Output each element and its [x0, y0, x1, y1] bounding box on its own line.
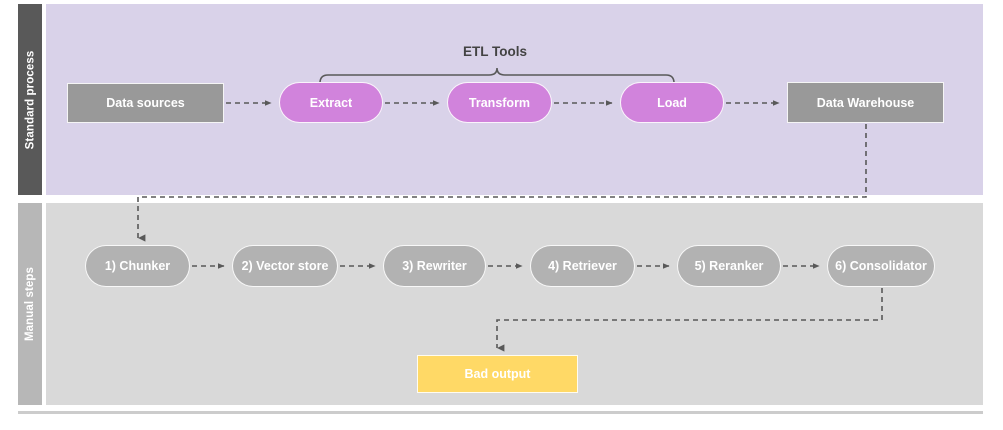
node-transform-label: Transform [468, 95, 531, 110]
node-data-warehouse-label: Data Warehouse [816, 95, 915, 110]
node-extract-label: Extract [309, 95, 353, 110]
node-retriever-label: 4) Retriever [548, 259, 617, 273]
node-transform[interactable]: Transform [447, 82, 552, 123]
lane-standard-process-label: Standard process [24, 50, 36, 149]
node-data-sources-label: Data sources [106, 96, 185, 110]
node-retriever[interactable]: 4) Retriever [530, 245, 635, 287]
node-bad-output[interactable]: Bad output [417, 355, 578, 393]
node-load[interactable]: Load [620, 82, 724, 123]
node-data-warehouse[interactable]: Data Warehouse [787, 82, 944, 123]
node-vector-store-label: 2) Vector store [241, 259, 329, 273]
node-rewriter-label: 3) Rewriter [402, 259, 467, 273]
node-chunker[interactable]: 1) Chunker [85, 245, 190, 287]
node-bad-output-label: Bad output [464, 367, 531, 381]
node-chunker-label: 1) Chunker [104, 259, 171, 273]
node-data-sources[interactable]: Data sources [67, 83, 224, 123]
pool-bottom-divider [18, 411, 983, 414]
lane-manual-steps-label: Manual steps [24, 266, 36, 342]
etl-tools-label: ETL Tools [463, 44, 527, 59]
node-consolidator-label: 6) Consolidator [835, 259, 927, 273]
lane-manual-steps-header: Manual steps [18, 203, 42, 405]
node-rewriter[interactable]: 3) Rewriter [383, 245, 486, 287]
node-consolidator[interactable]: 6) Consolidator [827, 245, 935, 287]
node-extract[interactable]: Extract [279, 82, 383, 123]
lane-standard-process-header: Standard process [18, 4, 42, 195]
node-reranker-label: 5) Reranker [694, 259, 764, 273]
node-vector-store[interactable]: 2) Vector store [232, 245, 338, 287]
node-load-label: Load [657, 95, 687, 110]
node-reranker[interactable]: 5) Reranker [677, 245, 781, 287]
